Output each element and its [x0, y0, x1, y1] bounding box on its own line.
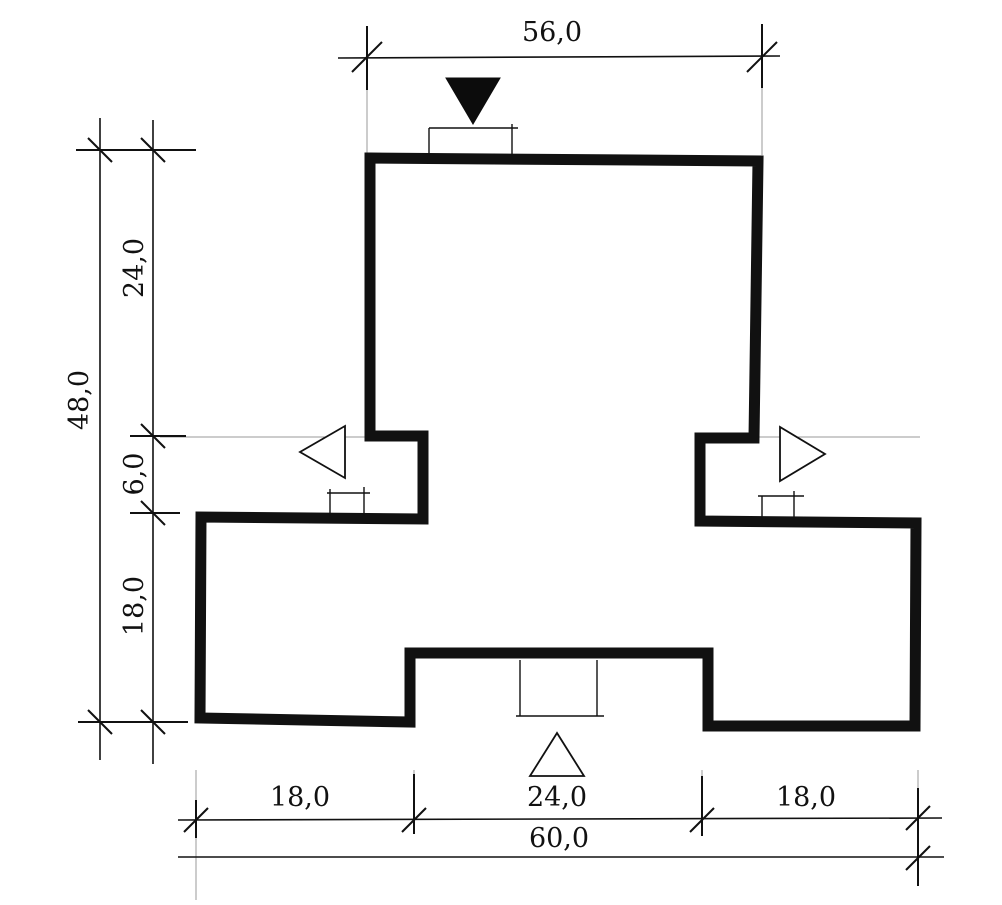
- dimension-bottom-left-label: 18,0: [270, 782, 330, 813]
- dimension-top-width-label: 56,0: [522, 17, 582, 48]
- dimension-bottom-total-label: 60,0: [529, 823, 589, 854]
- door-left-wing: [327, 487, 370, 516]
- building-outline: [194, 152, 922, 732]
- door-bottom: [516, 660, 604, 717]
- dimension-lower-height-label: 18,0: [119, 576, 150, 636]
- dimension-upper-height-label: 24,0: [119, 238, 150, 298]
- dimension-bottom-right-label: 18,0: [776, 782, 836, 813]
- dimension-bottom-middle-label: 24,0: [527, 782, 587, 813]
- solid-triangle-down-icon: [445, 77, 501, 125]
- dimension-top: 56,0: [337, 17, 781, 90]
- door-symbols: [327, 124, 804, 717]
- door-top: [428, 124, 518, 156]
- open-triangle-right-icon: [779, 425, 827, 483]
- open-triangle-up-icon: [528, 731, 586, 777]
- door-right-wing: [758, 491, 804, 520]
- dimension-left: 48,0 24,0 6,0 18,0: [64, 118, 196, 764]
- open-triangle-left-icon: [298, 424, 346, 480]
- dimension-neck-height-label: 6,0: [119, 453, 150, 496]
- dimension-bottom: 18,0 24,0 18,0 60,0: [177, 774, 944, 886]
- dimension-total-height-label: 48,0: [64, 370, 95, 430]
